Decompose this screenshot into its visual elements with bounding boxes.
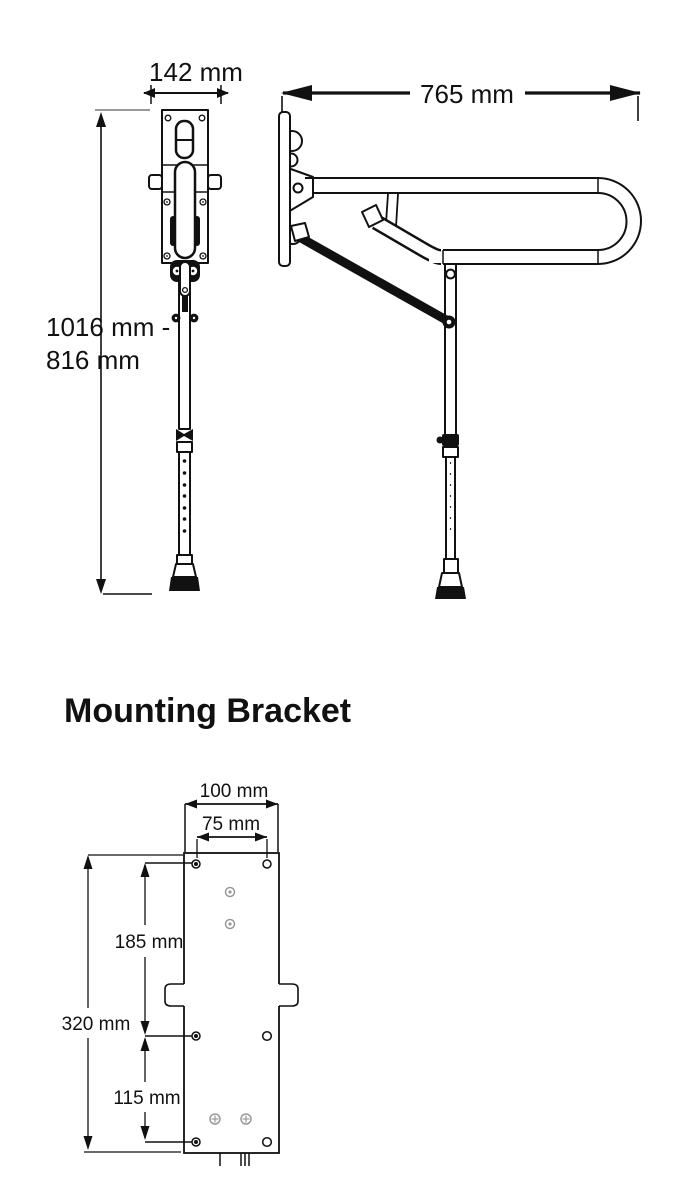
rail-u-bend bbox=[597, 177, 642, 265]
lower-span-dimension: 115 mm bbox=[113, 1035, 192, 1143]
overall-height-label: 320 mm bbox=[62, 1014, 131, 1035]
handle-grip-cap bbox=[361, 204, 384, 228]
side-view bbox=[278, 111, 642, 599]
bottom-stubs bbox=[219, 1153, 250, 1166]
overall-height-dimension: 320 mm bbox=[62, 854, 183, 1153]
width-dimension-label: 142 mm bbox=[149, 57, 243, 87]
height-dimension-label-line1: 1016 mm - bbox=[46, 312, 170, 342]
width-dimension: 142 mm bbox=[143, 57, 243, 104]
screw bbox=[198, 114, 206, 122]
hole-spacing-label: 75 mm bbox=[202, 814, 260, 835]
upper-span-dimension: 185 mm bbox=[115, 862, 192, 1035]
mounting-holes-left bbox=[191, 859, 201, 1147]
pivot-hole bbox=[292, 182, 304, 194]
folded-rail bbox=[173, 160, 197, 260]
leg-clamp bbox=[176, 429, 193, 441]
strut-clevis bbox=[290, 222, 310, 242]
leg-lower-tube bbox=[178, 451, 191, 556]
outer-width-dimension: 100 mm bbox=[184, 781, 279, 852]
length-dimension-label: 765 mm bbox=[420, 79, 514, 109]
rubber-foot bbox=[169, 577, 200, 591]
outer-width-label: 100 mm bbox=[200, 781, 269, 802]
support-rail-drawing: 142 mm 1016 mm - 816 mm bbox=[46, 57, 642, 599]
leg-pivot bbox=[445, 268, 456, 280]
rubber-foot bbox=[435, 587, 466, 599]
mounting-bracket-drawing: 100 mm 75 mm 320 mm bbox=[62, 781, 299, 1166]
height-dimension: 1016 mm - 816 mm bbox=[46, 109, 170, 595]
screw bbox=[164, 114, 172, 122]
right-tab bbox=[277, 984, 298, 1006]
support-strut bbox=[298, 234, 451, 325]
upper-span-label: 185 mm bbox=[115, 932, 184, 953]
length-dimension: 765 mm bbox=[281, 79, 641, 121]
lower-span-label: 115 mm bbox=[113, 1088, 180, 1109]
right-tab bbox=[207, 174, 222, 190]
left-tab bbox=[165, 984, 186, 1006]
section-heading: Mounting Bracket bbox=[64, 692, 352, 730]
front-view bbox=[148, 109, 222, 591]
plate-screws bbox=[209, 886, 252, 1125]
left-tab bbox=[148, 174, 163, 190]
hole-spacing-dimension: 75 mm bbox=[196, 814, 268, 858]
adjustment-holes bbox=[182, 459, 187, 533]
leg-clamp bbox=[442, 434, 459, 446]
bracket-plate bbox=[164, 852, 299, 1166]
height-dimension-label-line2: 816 mm bbox=[46, 345, 140, 375]
mounting-holes-right bbox=[261, 859, 273, 1148]
side-wall-plate bbox=[278, 111, 291, 267]
